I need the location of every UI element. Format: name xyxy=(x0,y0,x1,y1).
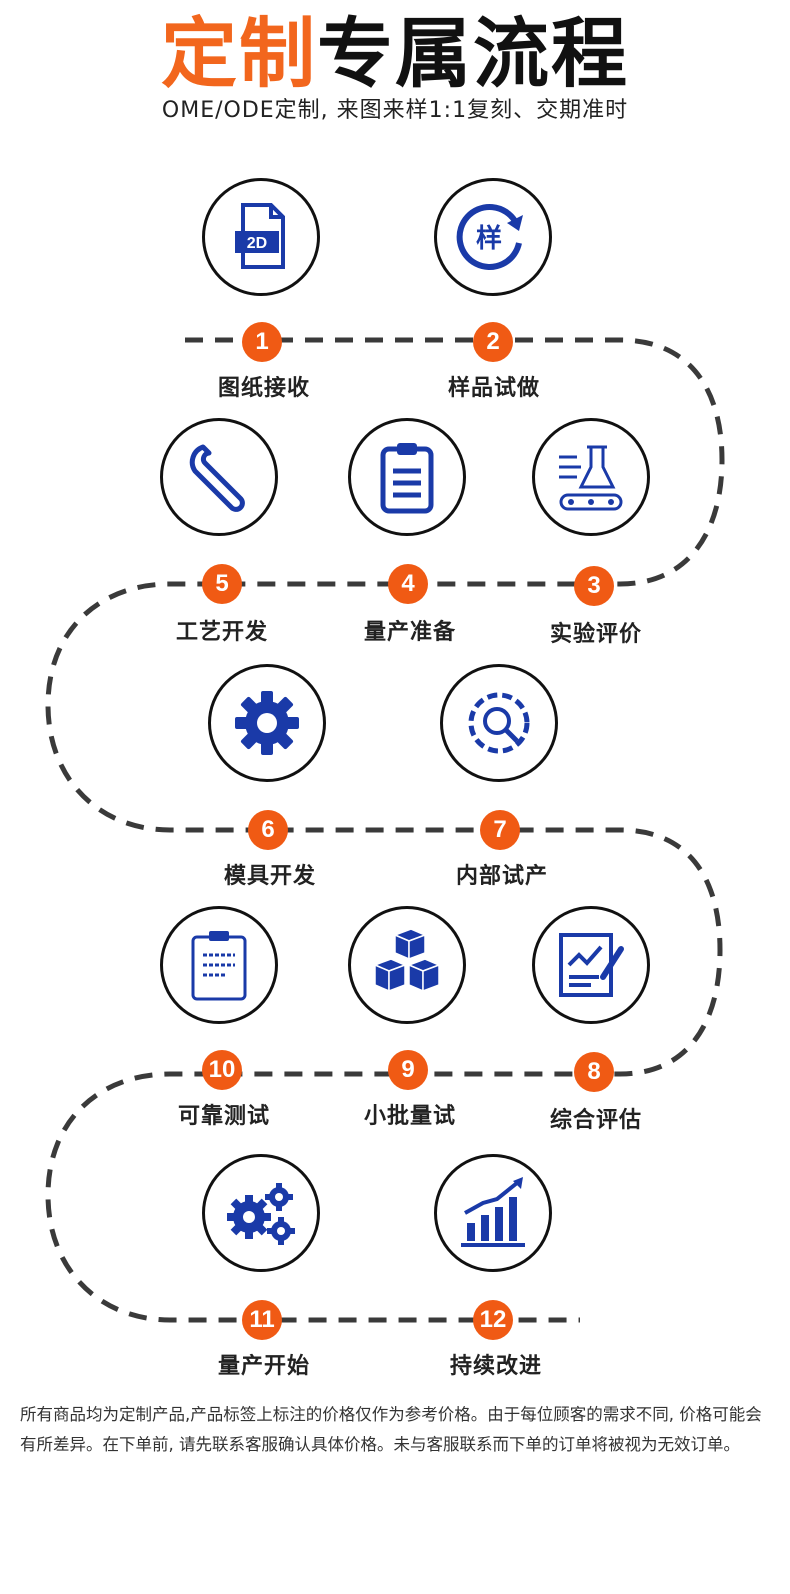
step-3-circle xyxy=(532,418,650,536)
svg-text:样: 样 xyxy=(476,223,502,254)
step-2-circle: 样 xyxy=(434,178,552,296)
multiple-gears-icon xyxy=(227,1183,295,1245)
chart-pen-icon xyxy=(559,933,624,997)
step-11-circle xyxy=(202,1154,320,1272)
step-5-circle xyxy=(160,418,278,536)
title-highlight: 定制 xyxy=(161,9,317,98)
clipboard-icon xyxy=(380,443,434,514)
step-10-number: 10 xyxy=(202,1050,242,1090)
step-12-circle xyxy=(434,1154,552,1272)
step-11-label: 量产开始 xyxy=(217,1354,310,1379)
step-7-number: 7 xyxy=(480,810,520,850)
lab-flask-conveyor-icon xyxy=(559,445,623,511)
step-3-number: 3 xyxy=(574,566,614,606)
step-12-label: 持续改进 xyxy=(449,1354,542,1379)
step-6-circle xyxy=(208,664,326,782)
step-4-label: 量产准备 xyxy=(363,620,456,645)
step-6-label: 模具开发 xyxy=(223,864,316,889)
step-8-number: 8 xyxy=(574,1052,614,1092)
step-9-label: 小批量试 xyxy=(363,1104,456,1129)
step-5-label: 工艺开发 xyxy=(175,620,268,645)
step-1-label: 图纸接收 xyxy=(217,376,310,401)
step-4-number: 4 xyxy=(388,564,428,604)
title-main: 专属流程 xyxy=(317,9,629,98)
step-7-circle xyxy=(440,664,558,782)
step-7-label: 内部试产 xyxy=(455,864,548,889)
gear-search-icon xyxy=(468,692,530,754)
step-10-label: 可靠测试 xyxy=(177,1104,270,1129)
step-5-number: 5 xyxy=(202,564,242,604)
svg-text:2D: 2D xyxy=(247,235,267,252)
page-subtitle: OME/ODE定制, 来图来样1:1复刻、交期准时 xyxy=(161,98,629,123)
growth-chart-icon xyxy=(461,1177,525,1247)
clipboard-document-icon xyxy=(191,931,247,1001)
step-9-circle xyxy=(348,906,466,1024)
step-8-label: 综合评估 xyxy=(549,1108,642,1133)
step-8-circle xyxy=(532,906,650,1024)
pricing-disclaimer: 所有商品均为定制产品,产品标签上标注的价格仅作为参考价格。由于每位顾客的需求不同… xyxy=(20,1405,762,1454)
wrench-icon xyxy=(189,444,245,512)
step-10-circle xyxy=(160,906,278,1024)
sample-cycle-icon: 样 xyxy=(456,204,523,270)
page-title: 定制专属流程 xyxy=(0,14,790,94)
boxes-icon xyxy=(372,928,442,993)
step-9-number: 9 xyxy=(388,1050,428,1090)
step-1-number: 1 xyxy=(242,322,282,362)
step-12-number: 12 xyxy=(473,1300,513,1340)
step-6-number: 6 xyxy=(248,810,288,850)
step-2-number: 2 xyxy=(473,322,513,362)
step-11-number: 11 xyxy=(242,1300,282,1340)
gear-icon xyxy=(235,691,299,755)
step-1-circle: 2D xyxy=(202,178,320,296)
step-4-circle xyxy=(348,418,466,536)
step-2-label: 样品试做 xyxy=(447,376,540,401)
2d-drawing-icon: 2D xyxy=(235,203,285,269)
step-3-label: 实验评价 xyxy=(549,622,642,647)
